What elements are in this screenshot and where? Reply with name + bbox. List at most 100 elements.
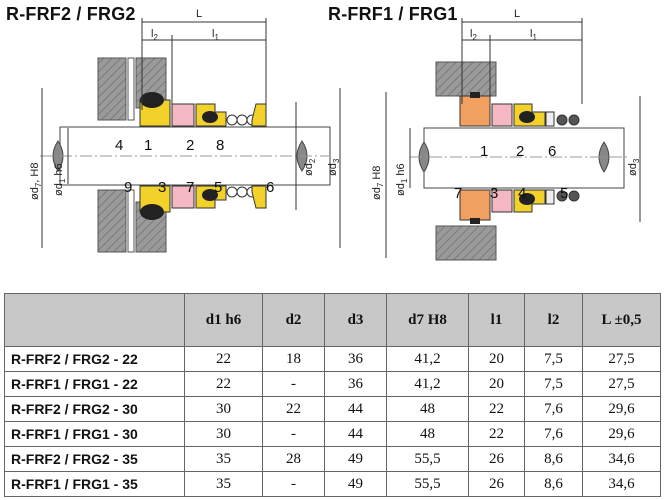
cell-l1: 20 (468, 346, 525, 372)
cell-d2: 28 (262, 446, 325, 472)
cell-L: 27,5 (582, 346, 661, 372)
part-label-r7: 7 (454, 185, 462, 202)
dim-l2-left: l2 (151, 28, 158, 42)
orange-seat-bottom (459, 189, 491, 221)
part-label-7: 7 (186, 179, 194, 196)
part-label-1: 1 (144, 137, 152, 154)
cell-model: R-FRF1 / FRG1 - 22 (4, 371, 185, 397)
part-label-r4: 4 (518, 185, 526, 202)
part-label-2: 2 (186, 137, 194, 154)
table-header-row: d1 h6 d2 d3 d7 H8 l1 l2 L ±0,5 (4, 293, 661, 347)
cell-l2: 8,6 (524, 446, 583, 472)
table-row: R-FRF1 / FRG1 - 30 30 - 44 48 22 7,6 29,… (4, 421, 661, 447)
title-left: R-FRF2 / FRG2 (6, 4, 136, 24)
header-model (4, 293, 185, 347)
cell-l1: 22 (468, 421, 525, 447)
pink-face-bottom (171, 185, 195, 209)
pink-face-right-top (491, 103, 513, 127)
table-row: R-FRF2 / FRG2 - 35 35 28 49 55,5 26 8,6 … (4, 446, 661, 472)
part-label-8: 8 (216, 137, 224, 154)
cell-model: R-FRF1 / FRG1 - 30 (4, 421, 185, 447)
part-label-r2: 2 (516, 143, 524, 160)
cell-d7: 48 (386, 421, 469, 447)
dim-l1-right: l1 (530, 28, 537, 42)
header-l2: l2 (524, 293, 583, 347)
cell-l2: 7,5 (524, 346, 583, 372)
cell-d7: 55,5 (386, 471, 469, 497)
table-row: R-FRF2 / FRG2 - 30 30 22 44 48 22 7,6 29… (4, 396, 661, 422)
dim-L-right: L (514, 8, 520, 20)
cell-d3: 44 (324, 396, 387, 422)
orange-seat-top (459, 95, 491, 127)
pink-face-right-bottom (491, 189, 513, 213)
dim-l2-right: l2 (470, 28, 477, 42)
cell-model: R-FRF2 / FRG2 - 35 (4, 446, 185, 472)
table-row: R-FRF1 / FRG1 - 22 22 - 36 41,2 20 7,5 2… (4, 371, 661, 397)
cell-d3: 49 (324, 471, 387, 497)
part-label-r3: 3 (490, 185, 498, 202)
cell-d3: 36 (324, 371, 387, 397)
cell-l1: 26 (468, 471, 525, 497)
cell-d2: 18 (262, 346, 325, 372)
cell-d1: 30 (184, 421, 263, 447)
cell-L: 34,6 (582, 446, 661, 472)
part-label-5: 5 (214, 179, 222, 196)
cell-d2: 22 (262, 396, 325, 422)
pink-face-top (171, 103, 195, 127)
dim-d1-right: ød1 h6 (395, 163, 409, 196)
cell-d7: 41,2 (386, 346, 469, 372)
cell-d3: 36 (324, 346, 387, 372)
table-row: R-FRF1 / FRG1 - 35 35 - 49 55,5 26 8,6 3… (4, 471, 661, 497)
dim-L-left: L (196, 8, 202, 20)
cell-d7: 55,5 (386, 446, 469, 472)
part-label-r6: 6 (548, 143, 556, 160)
cell-d7: 48 (386, 396, 469, 422)
part-label-3: 3 (158, 179, 166, 196)
cell-L: 34,6 (582, 471, 661, 497)
header-L: L ±0,5 (582, 293, 661, 347)
cell-L: 29,6 (582, 396, 661, 422)
seal-drawings: L l2 l1 ød7, H8 ød1 h6 ød2 ød3 4 1 2 8 9… (29, 8, 641, 261)
dimension-table: d1 h6 d2 d3 d7 H8 l1 l2 L ±0,5 R-FRF2 / … (4, 293, 661, 497)
cell-d1: 35 (184, 471, 263, 497)
cell-l1: 20 (468, 371, 525, 397)
part-label-r5: 5 (560, 185, 568, 202)
cell-d3: 49 (324, 446, 387, 472)
part-label-9: 9 (124, 179, 132, 196)
dim-d3-right: ød3 (627, 158, 641, 176)
part-label-r1: 1 (480, 143, 488, 160)
cell-L: 29,6 (582, 421, 661, 447)
cell-d1: 30 (184, 396, 263, 422)
dim-l1-left: l1 (212, 28, 219, 42)
header-d3: d3 (324, 293, 387, 347)
part-label-4: 4 (115, 137, 123, 154)
dim-d1-left: ød1 h6 (53, 163, 67, 196)
dim-d7-right: ød7 H8 (371, 166, 385, 200)
dim-d3-left: ød3 (327, 158, 341, 176)
cell-l2: 7,6 (524, 421, 583, 447)
cell-l2: 7,5 (524, 371, 583, 397)
header-l1: l1 (468, 293, 525, 347)
cell-L: 27,5 (582, 371, 661, 397)
cell-d1: 22 (184, 371, 263, 397)
cell-l2: 8,6 (524, 471, 583, 497)
header-d2: d2 (262, 293, 325, 347)
table-row: R-FRF2 / FRG2 - 22 22 18 36 41,2 20 7,5 … (4, 346, 661, 372)
cell-d1: 22 (184, 346, 263, 372)
drawing-left: L l2 l1 ød7, H8 ød1 h6 ød2 ød3 4 1 2 8 9… (29, 8, 341, 253)
cell-l2: 7,6 (524, 396, 583, 422)
title-right: R-FRF1 / FRG1 (328, 4, 458, 24)
header-d7: d7 H8 (386, 293, 469, 347)
housing-top-left (97, 57, 127, 121)
cell-d7: 41,2 (386, 371, 469, 397)
cell-l1: 22 (468, 396, 525, 422)
cell-d3: 44 (324, 421, 387, 447)
cell-model: R-FRF2 / FRG2 - 22 (4, 346, 185, 372)
cell-l1: 26 (468, 446, 525, 472)
cell-model: R-FRF2 / FRG2 - 30 (4, 396, 185, 422)
housing-bottom-left (97, 189, 127, 253)
header-d1: d1 h6 (184, 293, 263, 347)
dim-d7-left: ød7, H8 (29, 163, 43, 200)
cell-d2: - (262, 421, 325, 447)
part-label-6: 6 (266, 179, 274, 196)
